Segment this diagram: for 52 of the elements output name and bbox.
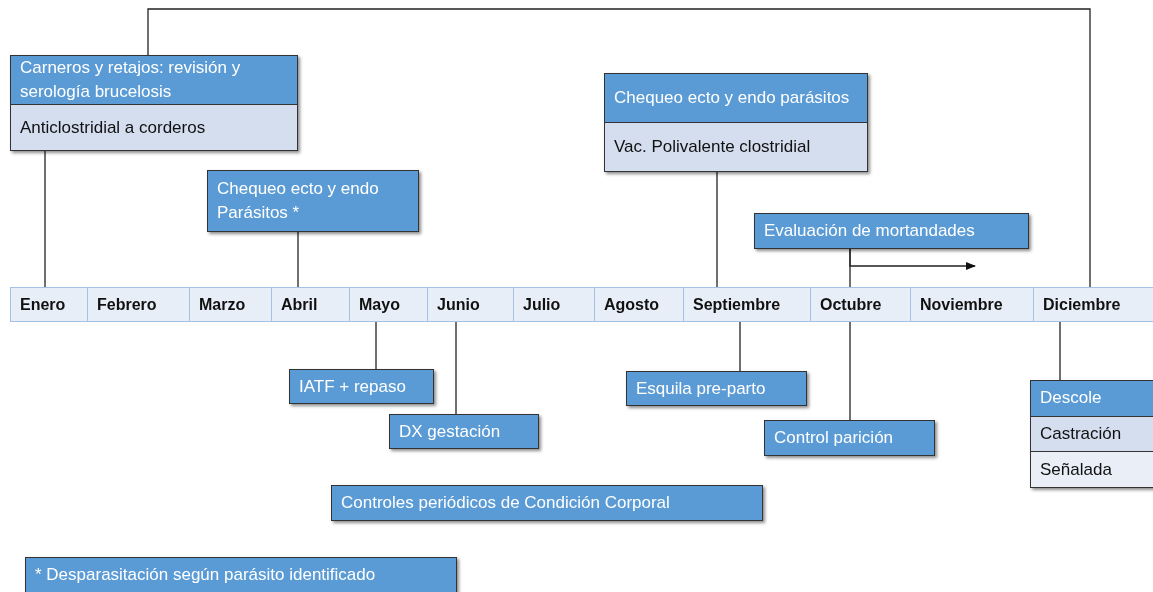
- activity-item: Vac. Polivalente clostridial: [605, 122, 867, 171]
- connector-line: [297, 231, 299, 288]
- month-label: Febrero: [96, 294, 158, 315]
- connector-line: [455, 321, 457, 415]
- month-label: Mayo: [358, 294, 401, 315]
- connector-line: [44, 150, 46, 288]
- activity-title: Chequeo ecto y endo Parásitos *: [208, 171, 418, 231]
- connector-line: [739, 321, 741, 372]
- activity-item: Anticlostridial a corderos: [11, 104, 297, 150]
- activity-title: Carneros y retajos: revisión y serología brucelosis: [11, 56, 297, 104]
- activity-title: Esquila pre-parto: [627, 372, 806, 405]
- month-cell: [271, 287, 349, 322]
- process-box: [604, 73, 868, 172]
- month-label: Enero: [19, 294, 67, 315]
- month-cell: [910, 287, 1033, 322]
- activity-title: Controles periódicos de Condición Corporal: [332, 486, 762, 520]
- activity-title: IATF + repaso: [290, 370, 433, 403]
- activity-item: Señalada: [1031, 451, 1153, 487]
- month-label: Septiembre: [692, 294, 782, 315]
- activity-title: DX gestación: [390, 415, 538, 448]
- activity-title: Chequeo ecto y endo parásitos: [605, 74, 867, 122]
- connector-line: [1059, 321, 1061, 381]
- month-cell: [189, 287, 271, 322]
- activity-title: Descole: [1031, 381, 1153, 416]
- month-cell: [427, 287, 513, 322]
- month-cell: [87, 287, 189, 322]
- month-label: Junio: [436, 294, 481, 315]
- month-cell: [810, 287, 910, 322]
- connector-line: [147, 8, 1091, 288]
- connector-line: [375, 321, 377, 370]
- month-label: Diciembre: [1042, 294, 1122, 315]
- month-cell: [513, 287, 594, 322]
- month-cell: [594, 287, 683, 322]
- month-cell: [10, 287, 87, 322]
- activity-item: Castración: [1031, 415, 1153, 452]
- connector-line: [849, 321, 851, 421]
- month-cell: [683, 287, 810, 322]
- month-cell: [349, 287, 427, 322]
- arrow: [849, 248, 976, 270]
- month-cell: [1033, 287, 1153, 322]
- month-label: Marzo: [198, 294, 247, 315]
- month-label: Noviembre: [919, 294, 1004, 315]
- process-box: [10, 55, 298, 151]
- month-label: Abril: [280, 294, 319, 315]
- connector-line: [716, 171, 718, 288]
- month-label: Octubre: [819, 294, 883, 315]
- month-label: Agosto: [603, 294, 661, 315]
- month-label: Julio: [522, 294, 562, 315]
- activity-title: Control parición: [765, 421, 934, 455]
- activity-title: * Desparasitación según parásito identificado: [26, 558, 456, 592]
- activity-title: Evaluación de mortandades: [755, 214, 1028, 248]
- process-box: [1030, 380, 1153, 488]
